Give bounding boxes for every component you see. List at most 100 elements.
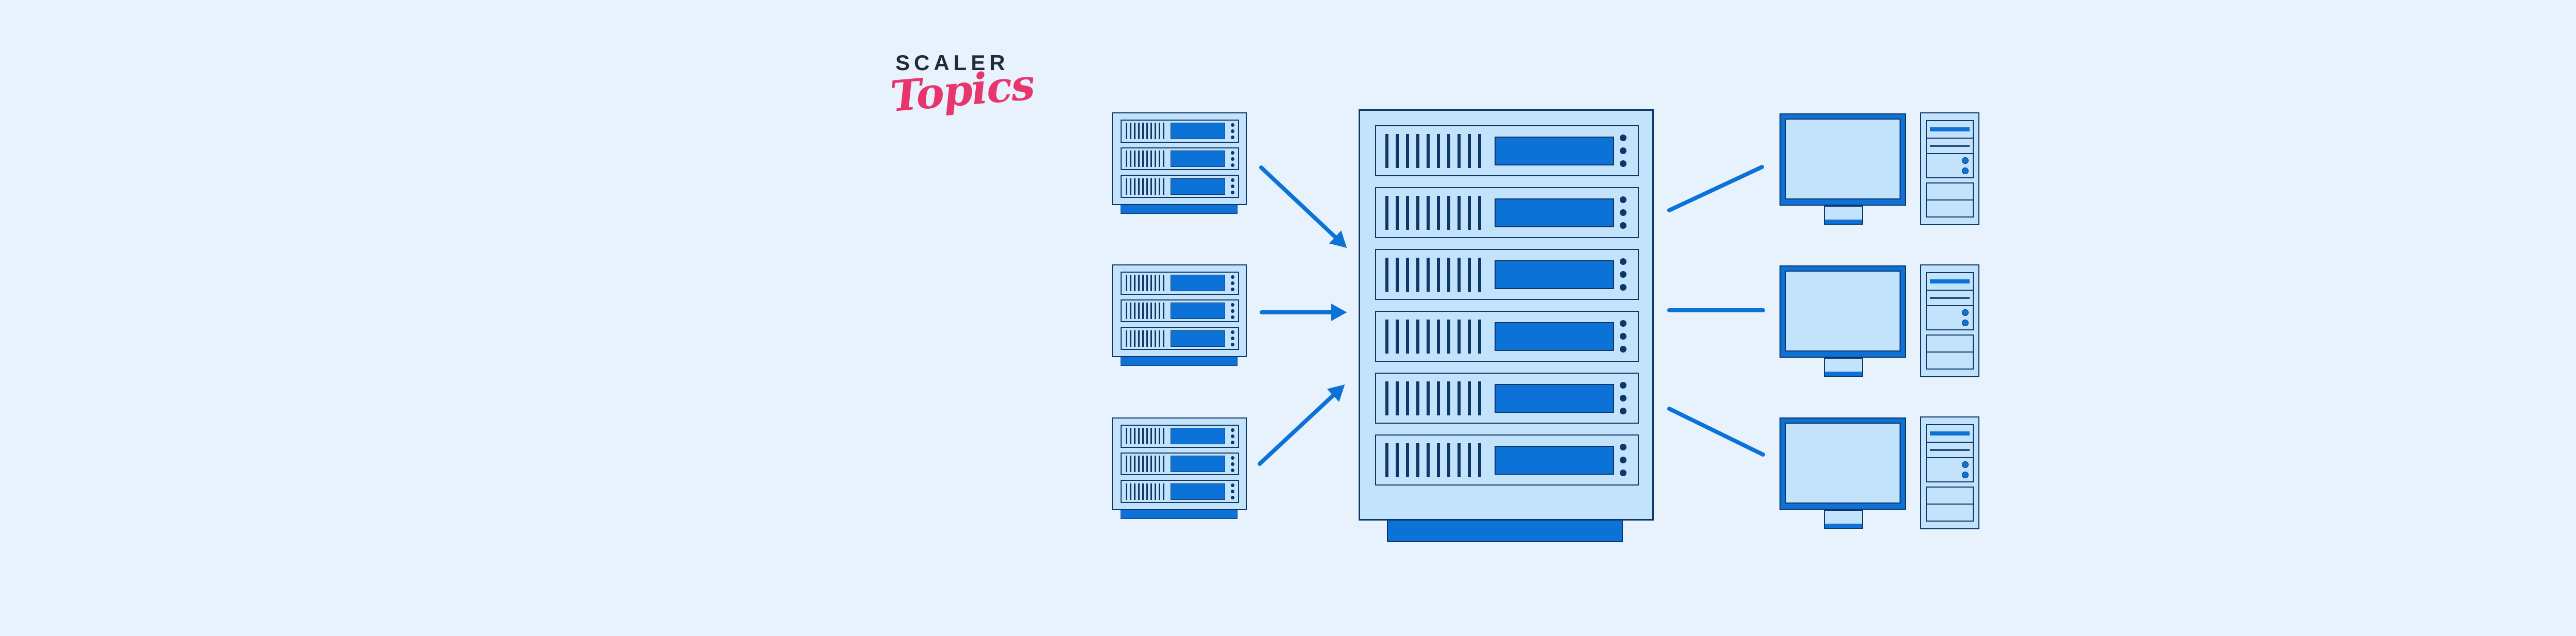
led-indicators bbox=[1620, 382, 1626, 414]
rack-server-unit bbox=[1375, 187, 1639, 238]
tower-cd-bay bbox=[1927, 273, 1973, 291]
server-stack-base bbox=[1121, 205, 1238, 214]
monitor-stand bbox=[1824, 358, 1863, 377]
monitor-stand bbox=[1824, 510, 1863, 529]
logo-brand-text: SCALER bbox=[895, 51, 1009, 75]
monitor-stand-base bbox=[1825, 524, 1862, 528]
drive-bay bbox=[1171, 330, 1225, 347]
vent-grill bbox=[1126, 456, 1165, 472]
server-unit bbox=[1121, 147, 1239, 171]
led-indicators bbox=[1620, 135, 1626, 167]
workstation-2 bbox=[1780, 264, 1980, 378]
drive-bay bbox=[1171, 178, 1225, 195]
monitor bbox=[1780, 265, 1906, 358]
link-rack-to-workstation1 bbox=[1667, 165, 1764, 212]
tower-lower-panel bbox=[1926, 487, 1974, 522]
led-indicators bbox=[1231, 330, 1234, 347]
scaler-topics-logo: SCALER Topics bbox=[888, 51, 1036, 133]
server-unit bbox=[1121, 299, 1239, 323]
server-stack-body bbox=[1112, 417, 1247, 510]
tower-drive-panel bbox=[1926, 272, 1974, 330]
vent-grill bbox=[1126, 150, 1165, 167]
arrow-stack3-to-rack bbox=[1258, 384, 1345, 466]
tower-slot-bay bbox=[1927, 139, 1973, 154]
monitor-screen bbox=[1785, 271, 1901, 352]
drive-bay bbox=[1171, 123, 1225, 140]
vent-grill bbox=[1385, 443, 1481, 477]
led-indicators bbox=[1231, 456, 1234, 472]
drive-bay bbox=[1495, 136, 1614, 165]
vent-grill bbox=[1126, 330, 1165, 347]
tower-cd-bay bbox=[1927, 425, 1973, 443]
tower-lower-panel bbox=[1926, 182, 1974, 217]
led-indicators bbox=[1231, 483, 1234, 500]
monitor-screen bbox=[1785, 423, 1901, 504]
led-indicators bbox=[1231, 428, 1234, 444]
tower-button-panel bbox=[1927, 458, 1973, 481]
drive-bay bbox=[1171, 483, 1225, 500]
led-indicators bbox=[1231, 123, 1234, 139]
computer-tower bbox=[1920, 264, 1979, 377]
workstation-3 bbox=[1780, 416, 1980, 530]
rack-server-unit bbox=[1375, 249, 1639, 300]
server-rack bbox=[1359, 109, 1654, 542]
led-indicators bbox=[1231, 150, 1234, 167]
drive-bay bbox=[1171, 303, 1225, 319]
server-unit bbox=[1121, 425, 1239, 448]
vent-grill bbox=[1126, 483, 1165, 500]
tower-lower-panel bbox=[1926, 334, 1974, 370]
led-indicators bbox=[1620, 320, 1626, 353]
drive-bay bbox=[1171, 150, 1225, 167]
drive-bay bbox=[1495, 260, 1614, 289]
monitor bbox=[1780, 113, 1906, 206]
server-unit bbox=[1121, 175, 1239, 198]
monitor-screen bbox=[1785, 119, 1901, 199]
vent-grill bbox=[1126, 428, 1165, 445]
server-unit bbox=[1121, 272, 1239, 295]
vent-grill bbox=[1385, 319, 1481, 354]
vent-grill bbox=[1126, 178, 1165, 195]
monitor-stand-base bbox=[1825, 220, 1862, 224]
tower-drive-panel bbox=[1926, 424, 1974, 482]
arrow-stack1-to-rack bbox=[1259, 165, 1347, 248]
server-rack-body bbox=[1359, 109, 1654, 521]
monitor-stand-base bbox=[1825, 372, 1862, 376]
server-unit bbox=[1121, 120, 1239, 143]
rack-server-unit bbox=[1375, 434, 1639, 486]
link-rack-to-workstation3 bbox=[1667, 407, 1765, 457]
tower-slot-bay bbox=[1927, 291, 1973, 306]
vent-grill bbox=[1126, 303, 1165, 319]
rack-server-unit bbox=[1375, 373, 1639, 424]
computer-tower bbox=[1920, 112, 1979, 225]
tower-button-panel bbox=[1927, 154, 1973, 177]
rack-server-unit bbox=[1375, 311, 1639, 362]
tower-cd-bay bbox=[1927, 121, 1973, 139]
drive-bay bbox=[1495, 383, 1614, 413]
led-indicators bbox=[1620, 196, 1626, 229]
led-indicators bbox=[1231, 303, 1234, 319]
led-indicators bbox=[1231, 275, 1234, 291]
server-stack-body bbox=[1112, 264, 1247, 357]
vent-grill bbox=[1126, 275, 1165, 292]
workstation-1 bbox=[1780, 112, 1980, 226]
led-indicators bbox=[1231, 178, 1234, 195]
tower-button-panel bbox=[1927, 306, 1973, 329]
vent-grill bbox=[1385, 257, 1481, 292]
server-stack-1 bbox=[1112, 112, 1247, 214]
computer-tower bbox=[1920, 416, 1979, 529]
server-stack-base bbox=[1121, 510, 1238, 519]
server-stack-base bbox=[1121, 357, 1238, 366]
drive-bay bbox=[1495, 322, 1614, 351]
server-stack-body bbox=[1112, 112, 1247, 205]
drive-bay bbox=[1495, 198, 1614, 227]
vent-grill bbox=[1385, 133, 1481, 168]
vent-grill bbox=[1385, 381, 1481, 415]
tower-slot-bay bbox=[1927, 443, 1973, 458]
server-stack-2 bbox=[1112, 264, 1247, 366]
tower-drive-panel bbox=[1926, 120, 1974, 178]
server-stack-3 bbox=[1112, 417, 1247, 519]
drive-bay bbox=[1171, 456, 1225, 472]
monitor bbox=[1780, 417, 1906, 510]
